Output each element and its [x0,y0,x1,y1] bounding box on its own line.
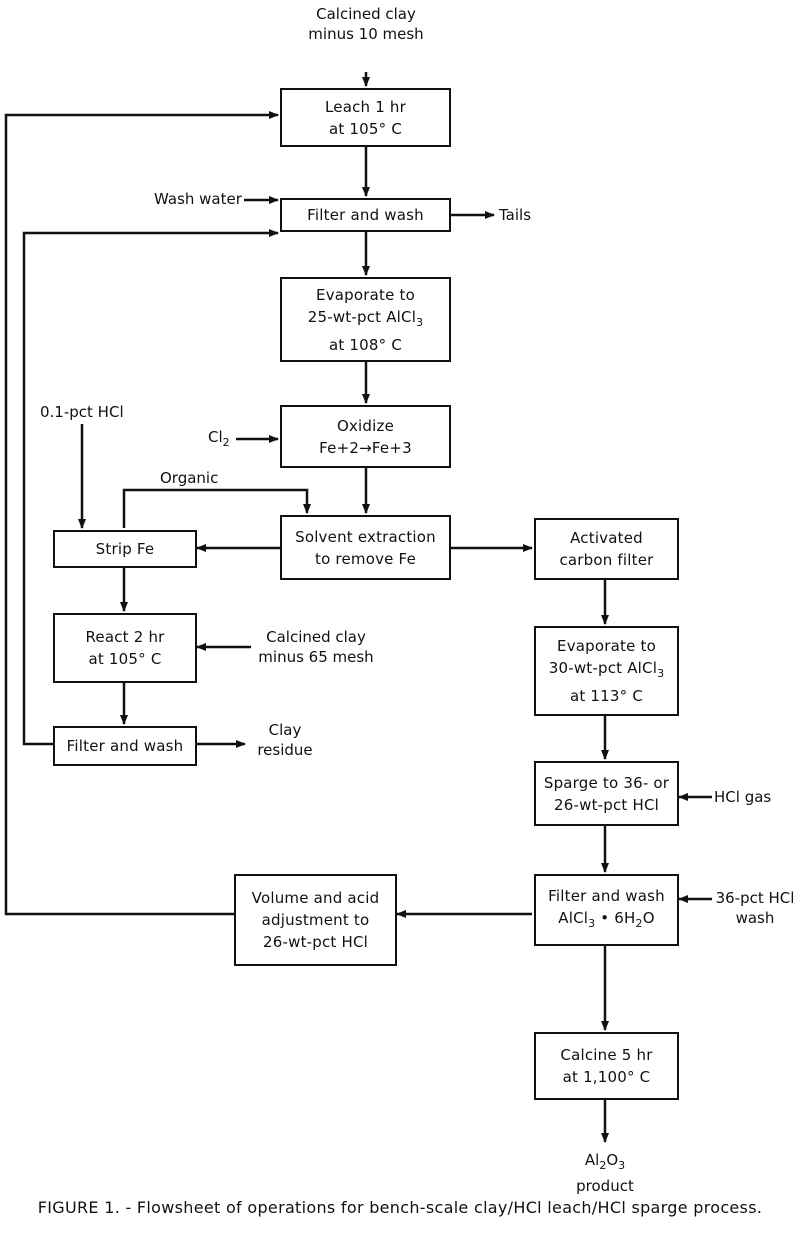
input-hcl-gas: HCl gas [714,788,772,806]
box-react: React 2 hr at 105° C [53,613,197,683]
box-leach: Leach 1 hr at 105° C [280,88,451,147]
box-filter-wash-3: Filter and wash AlCl3 • 6H2O [534,874,679,946]
figure-caption: FIGURE 1. - Flowsheet of operations for … [37,1198,763,1217]
label-organic: Organic [160,469,219,487]
box-activated-carbon: Activated carbon filter [534,518,679,580]
input-calcined-clay-10: Calcined clay minus 10 mesh [308,5,424,43]
box-volume-acid-adjustment: Volume and acid adjustment to 26-wt-pct … [234,874,397,966]
output-clay-residue: Clay residue [257,721,313,759]
arrow-filter2-recycle [22,229,279,746]
box-filter-wash-2: Filter and wash [53,726,197,766]
box-sparge: Sparge to 36- or 26-wt-pct HCl [534,761,679,826]
arrow-organic-to-solvent [122,488,311,528]
box-calcine: Calcine 5 hr at 1,100° C [534,1032,679,1100]
box-filter-wash-1: Filter and wash [280,198,451,232]
box-strip-fe: Strip Fe [53,530,197,568]
box-oxidize: Oxidize Fe+2→Fe+3 [280,405,451,468]
input-cl2: Cl2 [208,428,230,449]
box-solvent-extraction: Solvent extraction to remove Fe [280,515,451,580]
input-wash-water: Wash water [154,190,242,208]
output-tails: Tails [499,206,532,224]
input-calcined-clay-65: Calcined clay minus 65 mesh [258,628,374,666]
box-evaporate-25: Evaporate to 25-wt-pct AlCl3 at 108° C [280,277,451,362]
box-evaporate-30: Evaporate to 30-wt-pct AlCl3 at 113° C [534,626,679,716]
input-hcl-0-1: 0.1-pct HCl [40,403,124,421]
input-hcl-wash: 36-pct HCl wash [715,889,795,927]
arrow-volume-recycle [4,111,279,916]
output-product: Al2O3 product [576,1151,634,1195]
